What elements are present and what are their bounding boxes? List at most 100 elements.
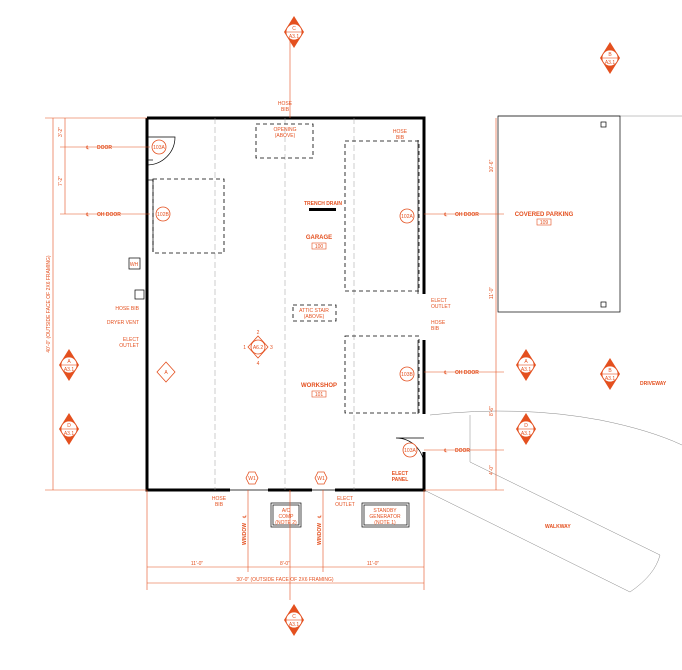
generator-label: STANDBY (373, 508, 397, 514)
equipment-box (134, 289, 145, 300)
svg-text:A3.1: A3.1 (289, 34, 300, 40)
wh-box (128, 257, 141, 270)
elect-outlet-right: OUTLET (431, 304, 451, 310)
room-number-workshop: 101 (315, 392, 324, 398)
elect-outlet-left: OUTLET (119, 343, 139, 349)
section-marker-right-d (516, 413, 536, 445)
door-tag: 103A (404, 448, 416, 454)
oh-door-right-top: OH DOOR (455, 212, 479, 218)
window-left: WINDOW (242, 523, 248, 545)
dim-right-bottom: 4'-0" (489, 465, 495, 475)
exterior-walls (145, 116, 426, 492)
svg-text:C: C (292, 614, 296, 620)
oh-door-left: OH DOOR (97, 212, 121, 218)
dryer-vent: DRYER VENT (107, 320, 139, 326)
svg-text:A3.1: A3.1 (64, 431, 75, 437)
elect-panel: ELECT (392, 471, 408, 477)
hose-bib-top: HOSE (278, 101, 293, 107)
room-name-covered-parking: COVERED PARKING (515, 212, 574, 218)
int-elev-w: 1 (243, 345, 246, 351)
section-marker-top-right (600, 42, 620, 74)
site-lines (423, 115, 682, 593)
driveway-label: DRIVEWAY (640, 381, 667, 387)
dim-overall-depth: 40'-0" (OUTSIDE FACE OF 2X6 FRAMING) (46, 255, 52, 353)
cl-door-top-left: ℄ (85, 145, 90, 151)
svg-text:A: A (67, 359, 71, 365)
section-marker-left-d (59, 413, 79, 445)
oh-door-open-box-left (152, 178, 225, 254)
svg-text:D: D (524, 423, 528, 429)
door-swing-top-left (146, 136, 176, 166)
dim-bottom-right: 11'-0" (367, 561, 380, 567)
svg-text:A3.1: A3.1 (605, 60, 616, 66)
cl-window-right: ℄ (317, 514, 323, 519)
door-tag-circle (402, 442, 418, 458)
svg-text:A3.1: A3.1 (605, 376, 616, 382)
dim-bottom-left: 11'-0" (191, 561, 204, 567)
elect-panel: PANEL (392, 477, 409, 483)
svg-text:A3.1: A3.1 (521, 431, 532, 437)
cl-oh-door-right-bottom: ℄ (443, 370, 448, 376)
dim-right-low: 8'-6" (489, 406, 495, 416)
window-right: WINDOW (317, 523, 323, 545)
cl-oh-door-right-top: ℄ (443, 212, 448, 218)
ac-comp-outer (270, 502, 302, 528)
generator-label: (NOTE 1) (374, 520, 396, 526)
int-elev-n: 2 (257, 330, 260, 336)
section-marker-right-b (600, 358, 620, 390)
hose-bib-right: BIB (396, 135, 405, 141)
hose-bib-right-mid: HOSE (431, 320, 446, 326)
window-tag-hex (314, 471, 328, 485)
opening-above-label: (ABOVE) (275, 133, 296, 139)
walkway-label: WALKWAY (545, 524, 571, 530)
door-tag: 103B (401, 372, 413, 378)
door-tag-circle (399, 208, 415, 224)
hose-bib-right: HOSE (393, 129, 408, 135)
dim-overall-width: 30'-0" (OUTSIDE FACE OF 2X6 FRAMING) (236, 577, 334, 583)
door-right-bottom: DOOR (455, 448, 470, 454)
dim-bottom-mid: 8'-0" (280, 561, 290, 567)
ac-comp-label: (NOTE 2) (275, 520, 297, 526)
svg-text:A3.1: A3.1 (521, 367, 532, 373)
door-tag-circle (399, 366, 415, 382)
hose-bib-bottom: HOSE (212, 496, 227, 502)
dim-left-top: 3'-2" (58, 127, 64, 137)
door-tag: 103A (153, 145, 165, 151)
column-top (600, 121, 607, 128)
grid-marker-label: A (164, 370, 168, 376)
oh-door-open-box-right-top (344, 140, 420, 292)
hose-bib-left: HOSE BIB (115, 306, 139, 312)
ac-comp-label: COMP (279, 514, 295, 520)
oh-door-open-box-right-bottom (344, 335, 420, 414)
room-name-garage: GARAGE (306, 235, 332, 241)
attic-stair-label: ATTIC STAIR (299, 308, 329, 314)
gridlines (214, 118, 355, 490)
elect-outlet-right: ELECT (431, 298, 447, 304)
dim-left-second: 7'-2" (58, 176, 64, 186)
svg-text:B: B (608, 368, 612, 374)
ac-comp-label: A/C (282, 508, 291, 514)
grid-marker-a (156, 361, 176, 383)
room-number-garage: 100 (315, 244, 324, 250)
door-tag: 102B (157, 212, 169, 218)
elect-outlet-left: ELECT (123, 337, 139, 343)
generator-inner (363, 504, 408, 526)
section-marker-left-a (59, 349, 79, 381)
int-elev-e: 3 (270, 345, 273, 351)
window-tag: W1 (248, 476, 256, 482)
section-marker-bottom (284, 604, 304, 636)
elect-outlet-bottom: OUTLET (335, 502, 355, 508)
int-elev-s: 4 (257, 361, 260, 367)
window-tag: W1 (317, 476, 325, 482)
svg-text:C: C (292, 26, 296, 32)
cl-window-left: ℄ (242, 514, 248, 519)
generator-outer (361, 502, 410, 528)
room-number-covered-parking: 109 (540, 220, 549, 226)
section-marker-top (284, 16, 304, 48)
room-number-box (536, 218, 552, 226)
svg-text:B: B (608, 52, 612, 58)
interior-elevation-marker (247, 335, 269, 359)
opening-above-box (255, 123, 314, 159)
section-marker-right-a (516, 349, 536, 381)
